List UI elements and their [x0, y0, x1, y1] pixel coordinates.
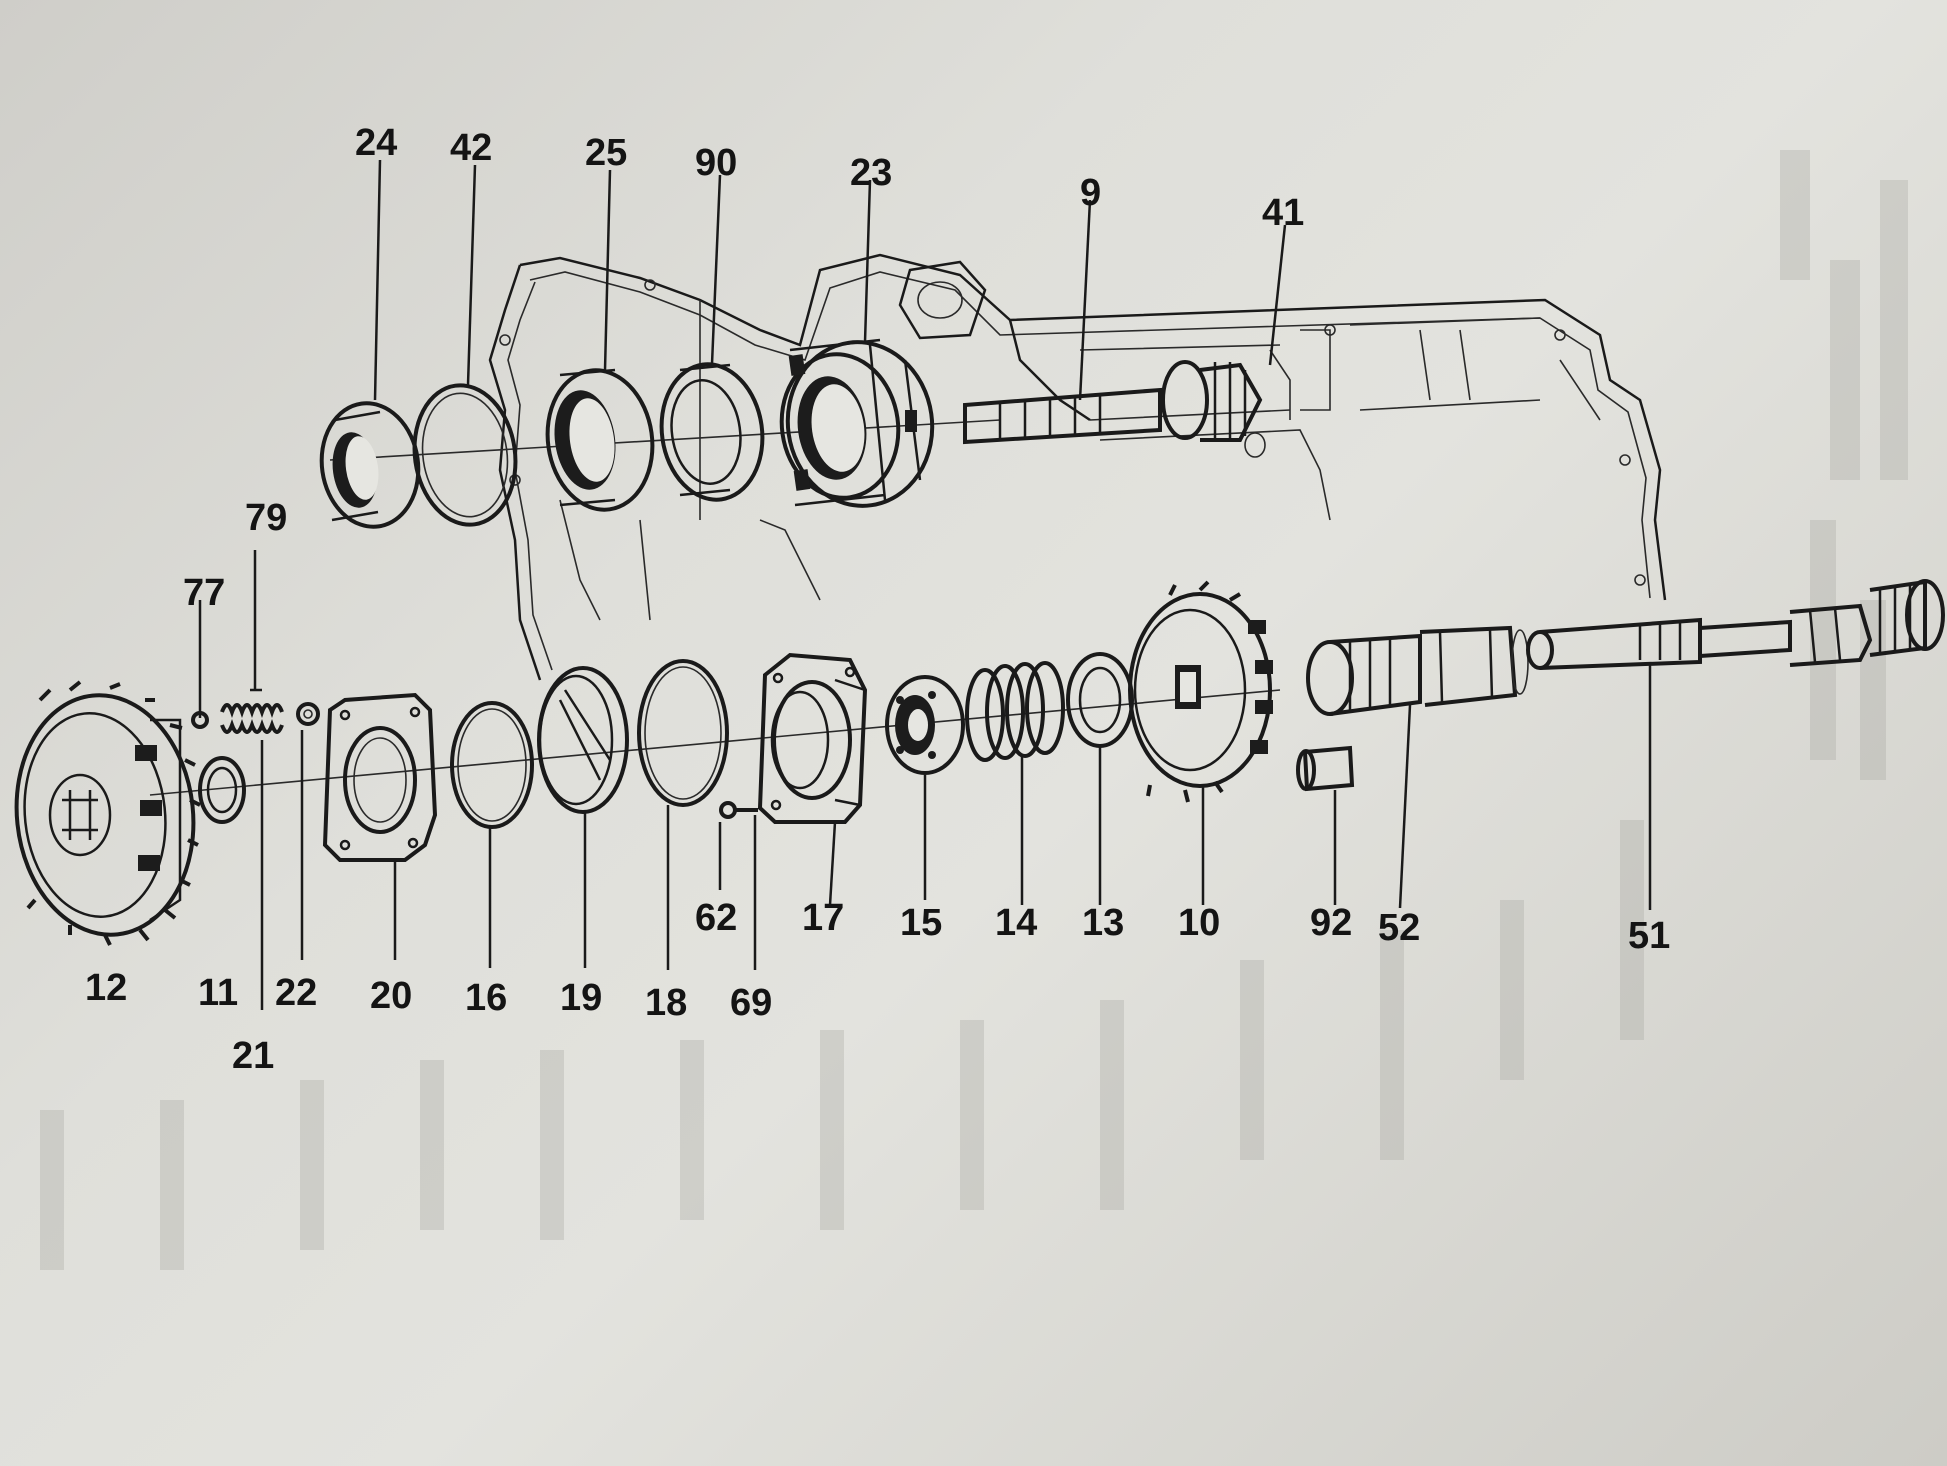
label-12: 12: [85, 967, 127, 1009]
bleed-through-text: [40, 150, 1908, 1270]
part-25-bearing-cup: [545, 368, 655, 512]
part-9-shaft: [963, 360, 1266, 458]
label-25: 25: [585, 132, 627, 174]
part-24-bushing: [319, 401, 421, 529]
part-10-gear: [1128, 580, 1273, 905]
transmission-housing: [488, 253, 1667, 681]
label-51: 51: [1628, 915, 1670, 957]
part-52-coupling: [1306, 625, 1529, 909]
label-22: 22: [275, 972, 317, 1014]
part-12-gear: [14, 680, 201, 946]
part-17-bearing-housing: [757, 652, 868, 906]
label-10: 10: [1178, 902, 1220, 944]
part-23-bearing: [779, 338, 935, 508]
upper-axis-line: [329, 419, 1001, 461]
label-16: 16: [465, 977, 507, 1019]
label-69: 69: [730, 982, 772, 1024]
part-18-ring: [637, 659, 729, 970]
label-11: 11: [198, 972, 238, 1014]
part-16-ring: [450, 701, 534, 968]
label-79: 79: [245, 497, 287, 539]
label-41: 41: [1262, 192, 1304, 234]
label-77: 77: [183, 572, 225, 614]
label-62: 62: [695, 897, 737, 939]
part-11-snap-ring: [198, 756, 246, 824]
part-number-labels: 24 42 25 90 23 9 41 79 77 12 11 21 22 20…: [85, 122, 1670, 1077]
label-21: 21: [232, 1035, 274, 1077]
part-14-spring: [965, 661, 1065, 905]
part-13-washer: [1066, 652, 1134, 905]
part-90-seal: [659, 362, 765, 502]
label-52: 52: [1378, 907, 1420, 949]
part-15-bearing: [885, 675, 965, 900]
part-62-69-bolt: [718, 801, 758, 970]
label-15: 15: [900, 902, 942, 944]
part-51-output-shaft: [1526, 579, 1945, 910]
label-23: 23: [850, 152, 892, 194]
label-13: 13: [1082, 902, 1124, 944]
label-9: 9: [1080, 172, 1101, 214]
label-14: 14: [995, 902, 1037, 944]
label-17: 17: [802, 897, 844, 939]
lower-axis-line: [149, 689, 1281, 796]
part-19-seal: [537, 666, 629, 968]
label-90: 90: [695, 142, 737, 184]
part-20-cover-plate: [322, 692, 438, 960]
label-42: 42: [450, 127, 492, 169]
label-20: 20: [370, 975, 412, 1017]
label-92: 92: [1310, 902, 1352, 944]
detent-assembly: [191, 550, 320, 1010]
label-18: 18: [645, 982, 687, 1024]
part-92-sleeve: [1296, 745, 1355, 905]
label-24: 24: [355, 122, 397, 164]
leader-lines-top: [373, 159, 1287, 401]
label-19: 19: [560, 977, 602, 1019]
part-42-ring: [412, 383, 518, 527]
